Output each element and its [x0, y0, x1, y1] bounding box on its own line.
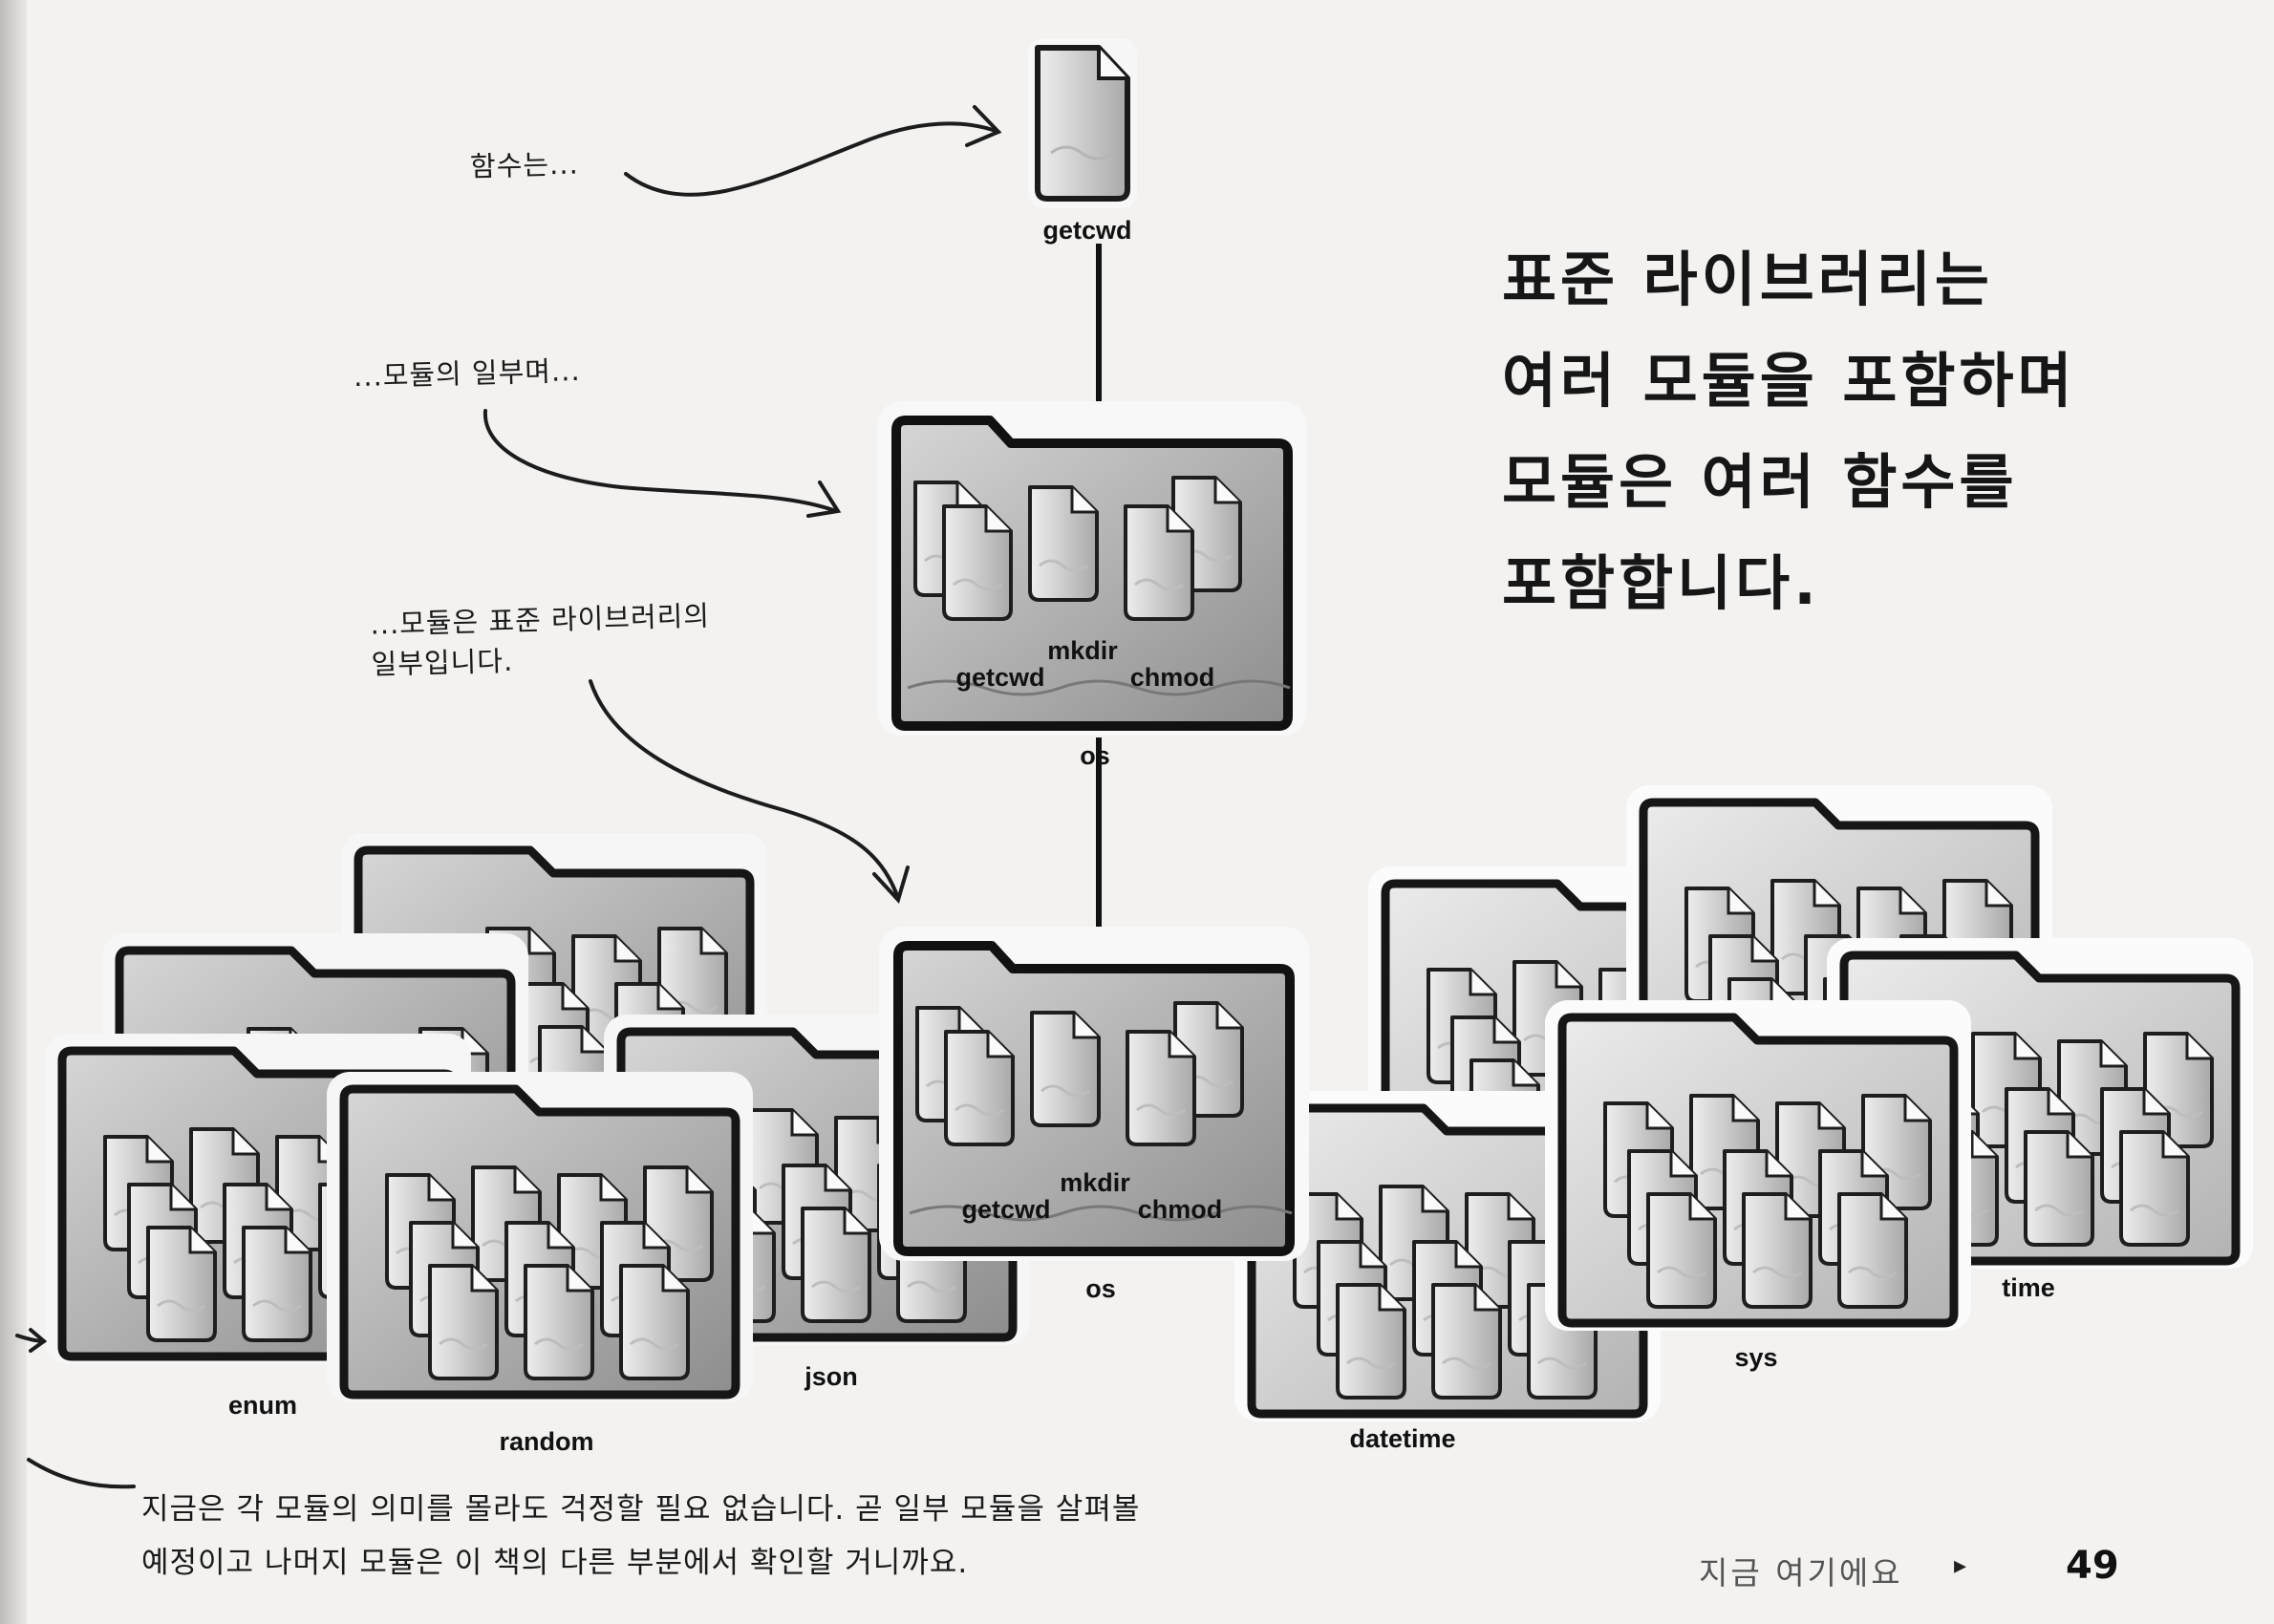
os-func-getcwd: getcwd [955, 663, 1044, 692]
annotation-function: 함수는... [469, 147, 580, 183]
page-number: 49 [2066, 1544, 2119, 1588]
module-label-os: os [1085, 1274, 1116, 1303]
bottom-note: 지금은 각 모듈의 의미를 몰라도 걱정할 필요 없습니다. 곧 일부 모듈을 … [141, 1483, 1140, 1590]
lib-os-func-mkdir: mkdir [1060, 1168, 1130, 1197]
module-label-datetime: datetime [1349, 1424, 1455, 1453]
library-os-module-folder [879, 927, 1309, 1261]
function-file-icon [1028, 38, 1137, 208]
module-label-random: random [499, 1427, 593, 1456]
note-pointer-line [27, 1458, 136, 1489]
lib-os-func-getcwd: getcwd [961, 1195, 1050, 1224]
os-module-label: os [1080, 741, 1110, 770]
os-module-folder [877, 401, 1307, 736]
lib-os-func-chmod: chmod [1138, 1195, 1223, 1224]
bottom-note-line-1: 지금은 각 모듈의 의미를 몰라도 걱정할 필요 없습니다. 곧 일부 모듈을 … [141, 1492, 1141, 1527]
arrow-to-function-head [965, 105, 1002, 147]
headline-line-3: 모듈은 여러 함수를 [1502, 447, 2018, 517]
module-label-json: json [804, 1362, 858, 1391]
function-label: getcwd [1042, 216, 1131, 245]
os-func-chmod: chmod [1130, 663, 1215, 692]
module-label-time: time [2002, 1273, 2055, 1302]
module-label-sys: sys [1734, 1343, 1777, 1372]
os-func-mkdir: mkdir [1047, 636, 1118, 665]
footer-nav-arrow-icon: ▸ [1954, 1551, 1967, 1580]
headline: 표준 라이브러리는 여러 모듈을 포함하며 모듈은 여러 함수를 포함합니다. [1502, 229, 2076, 634]
module-folder-random [327, 1072, 753, 1402]
arrow-from-left-edge-head [29, 1328, 48, 1353]
page-edge-shadow [0, 0, 27, 1624]
arrow-to-library-head [872, 865, 910, 904]
arrow-to-module [483, 409, 838, 513]
footer-nav-text: 지금 여기에요 [1699, 1554, 1903, 1592]
annotation-library: ...모듈은 표준 라이브러리의 일부입니다. [370, 595, 712, 684]
bottom-note-line-2: 예정이고 나머지 모듈은 이 책의 다른 부분에서 확인할 거니까요. [141, 1546, 969, 1580]
headline-line-1: 표준 라이브러리는 [1502, 245, 1993, 314]
module-label-enum: enum [228, 1391, 297, 1420]
headline-line-4: 포함합니다. [1502, 548, 1820, 618]
arrow-to-module-head [806, 481, 842, 518]
annotation-module: ...모듈의 일부며... [353, 353, 582, 394]
headline-line-2: 여러 모듈을 포함하며 [1502, 346, 2076, 416]
arrow-to-function [624, 121, 1000, 197]
module-folder-sys [1545, 1000, 1971, 1331]
arrow-to-library [589, 679, 900, 900]
